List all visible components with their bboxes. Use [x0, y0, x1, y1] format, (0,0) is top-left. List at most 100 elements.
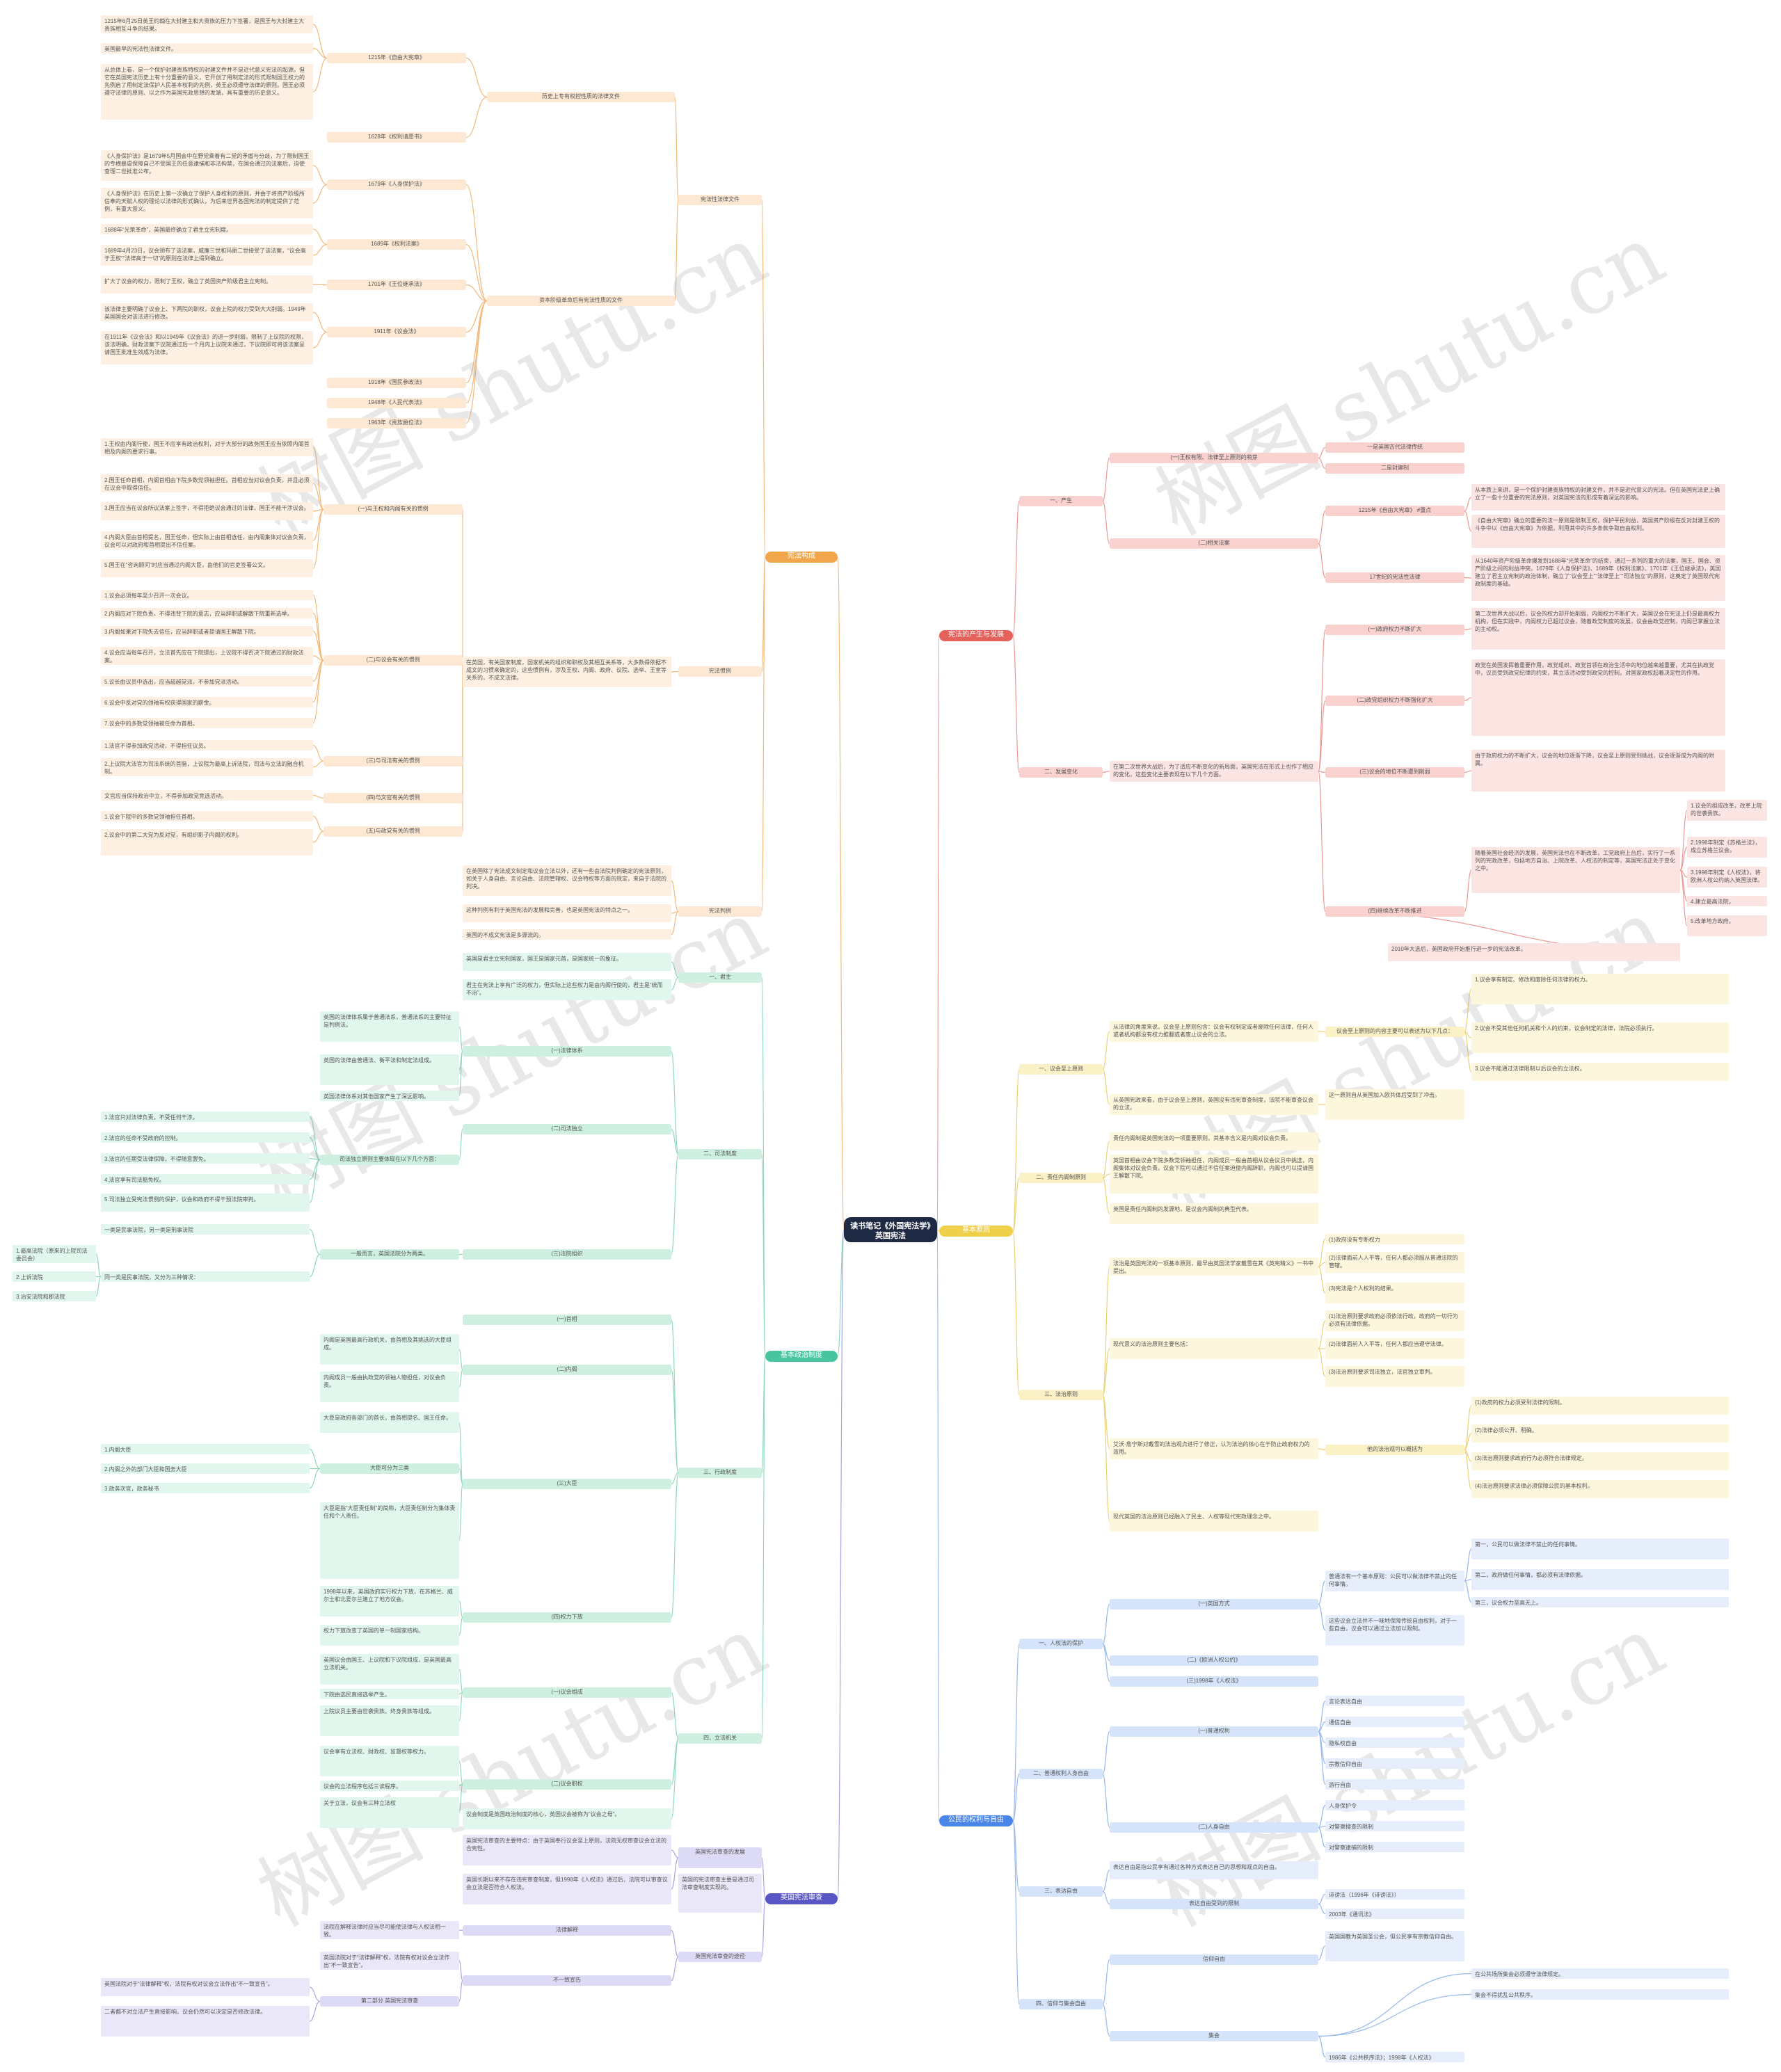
institution-judiciary[interactable]: 二、司法制度	[678, 1149, 762, 1159]
peerage-act-node[interactable]: 1963年《贵族爵位法》	[327, 418, 466, 428]
judiciary-legal-system[interactable]: (一)法律体系	[463, 1046, 671, 1057]
convention-item: 3.内阁如果对下院失去信任，应当辞职或者提请国王解散下院。	[101, 626, 313, 636]
case-law-note: 在英国除了宪法成文制定和议会立法以外，还有一些由法院判例确定的宪法原则，如关于人…	[463, 865, 671, 896]
formation-17th-docs[interactable]: 资本阶级革命后有宪法性质的文件	[487, 296, 675, 306]
executive-minister-types[interactable]: 大臣可分为三类	[320, 1463, 459, 1474]
executive-note: 1998年以来，英国政府实行权力下放，在苏格兰、威尔士和北爱尔兰建立了地方议会。	[320, 1586, 459, 1616]
legislature-composition[interactable]: (一)议会组成	[463, 1687, 671, 1698]
origin-reform[interactable]: (四)继续改革不断推进	[1325, 906, 1464, 917]
origin-ancient-tradition[interactable]: 一是英国古代法律传统	[1325, 442, 1464, 453]
connector-line	[312, 243, 328, 256]
principle-jennings-view[interactable]: 他的法治观可以概括为	[1325, 1445, 1464, 1455]
habeas-corpus-node[interactable]: 1679年《人身保护法》	[327, 179, 466, 190]
origin-parliament-weakened[interactable]: (三)议会的地位不断遭到削弱	[1325, 767, 1464, 778]
branch-rights[interactable]: 公民的权利与自由	[939, 1815, 1013, 1826]
convention-parliament[interactable]: (二)与议会有关的惯例	[324, 655, 463, 666]
rights-belief-assembly[interactable]: 四、信仰与集会自由	[1019, 1999, 1103, 2009]
formation-early-docs[interactable]: 历史上专有权控性质的法律文件	[487, 92, 675, 102]
branch-formation[interactable]: 宪法构成	[765, 552, 838, 563]
review-part-two[interactable]: 第二部分 英国宪法审查	[320, 1996, 459, 2007]
origin-gov-power[interactable]: (一)政府权力不断扩大	[1325, 625, 1464, 635]
principle-rule-of-law[interactable]: 三、法治原则	[1019, 1390, 1103, 1400]
convention-civil-service[interactable]: (四)与文官有关的惯例	[324, 793, 463, 803]
act-of-settlement-node[interactable]: 1701年《王位继承法》	[327, 280, 466, 290]
formation-case-law[interactable]: 宪法判例	[678, 906, 762, 917]
branch-review[interactable]: 英国宪法审查	[765, 1893, 838, 1904]
convention-item: 3.国王应当在议会所议法案上签字，不得拒绝议会通过的法律，国王不能干涉议会。	[101, 502, 313, 520]
rights-british-approach[interactable]: (一)英国方式	[1110, 1599, 1318, 1609]
petition-1628-node[interactable]: 1628年《权利请愿书》	[327, 132, 466, 143]
origin-seed-principle[interactable]: (一)王权有限、法律至上原则的萌芽	[1110, 453, 1318, 463]
origin-reform-item: 5.改革地方政府。	[1687, 915, 1767, 936]
connector-line	[1318, 1348, 1326, 1377]
judiciary-item: 1.法官只对法律负责，不受任何干涉。	[101, 1111, 310, 1122]
principle-sovereignty-points[interactable]: 议会至上原则的内容主要可以表述为以下几点：	[1325, 1027, 1464, 1037]
origin-party-power[interactable]: (二)政党组织权力不断强化扩大	[1325, 696, 1464, 706]
convention-crown-cabinet[interactable]: (一)与王权和内阁有关的惯例	[324, 504, 463, 515]
connector-line	[1012, 1643, 1020, 1822]
connector-line	[465, 300, 488, 384]
convention-judiciary[interactable]: (三)与司法有关的惯例	[324, 756, 463, 766]
legislature-powers[interactable]: (二)议会职权	[463, 1779, 671, 1790]
rights-personal-liberty[interactable]: (二)人身自由	[1110, 1822, 1318, 1833]
origin-feudalism[interactable]: 二是封建制	[1325, 463, 1464, 474]
origin-17th-acts[interactable]: 17世纪的宪法性法律	[1325, 572, 1464, 583]
origin-related-acts[interactable]: (二)相关法案	[1110, 538, 1318, 549]
convention-item: 1.议会必须每年至少召开一次会议。	[101, 590, 313, 600]
review-development[interactable]: 英国宪法审查的发展	[678, 1847, 762, 1868]
root-topic[interactable]: 读书笔记《外国宪法学》英国宪法	[844, 1217, 937, 1242]
parliament-act-node[interactable]: 1911年《议会法》	[327, 327, 466, 337]
convention-parties[interactable]: (五)与政党有关的惯例	[324, 826, 463, 837]
connector-line	[1102, 1031, 1110, 1070]
institution-executive[interactable]: 三、行政制度	[678, 1468, 762, 1478]
rights-assembly[interactable]: 集会	[1110, 2031, 1318, 2041]
people-act-node[interactable]: 1948年《人民代表法》	[327, 398, 466, 408]
review-routes[interactable]: 英国宪法审查的途径	[678, 1952, 762, 1962]
rights-hra-1998[interactable]: (三)1998年《人权法》	[1110, 1676, 1318, 1687]
rights-expression[interactable]: 三、表达自由	[1019, 1886, 1103, 1897]
rights-belief[interactable]: 信仰自由	[1110, 1954, 1318, 1965]
branch-origin[interactable]: 宪法的产生与发展	[939, 630, 1013, 641]
executive-cabinet[interactable]: (二)内阁	[463, 1365, 671, 1375]
principle-note: 从法律的角度来说，议会至上原则包含：议会有权制定或者废除任何法律，任何人或者机构…	[1110, 1021, 1318, 1042]
judiciary-independence-label[interactable]: 司法独立原则主要体现在以下几个方面：	[320, 1155, 459, 1165]
rights-echr[interactable]: (二)《欧洲人权公约》	[1110, 1655, 1318, 1666]
rights-expression-limits[interactable]: 表达自由受到的限制	[1110, 1899, 1318, 1909]
review-declaration-incompatibility[interactable]: 不一致宣告	[463, 1975, 671, 1986]
principle-item: (4)法治原则要求法律必须保障公民的基本权利。	[1471, 1480, 1729, 1498]
review-interpretation[interactable]: 法律解释	[463, 1925, 671, 1936]
judiciary-court-types[interactable]: 一般而言，英国法院分为两类。	[320, 1249, 459, 1260]
origin-development[interactable]: 二、发展变化	[1019, 767, 1103, 778]
executive-prime-minister[interactable]: (一)首相	[463, 1315, 671, 1325]
judiciary-independence[interactable]: (二)司法独立	[463, 1124, 671, 1134]
rights-note: 英国国教为英国圣公会，但公民享有宗教信仰自由。	[1325, 1931, 1464, 1961]
rights-general[interactable]: (一)普通权利	[1110, 1726, 1318, 1737]
rights-general-liberty[interactable]: 二、普通权利人身自由	[1019, 1769, 1103, 1779]
judiciary-court-organization[interactable]: (三)法院组织	[463, 1249, 671, 1260]
formation-conventions[interactable]: 宪法惯例	[678, 666, 762, 677]
branch-institutions[interactable]: 基本政治制度	[765, 1351, 838, 1362]
convention-item: 4.议会应当每年召开，立法首先应在下院提出，上议院不得否决下院通过的财政法案。	[101, 647, 313, 665]
connector-line	[458, 1929, 463, 1932]
institution-legislature[interactable]: 四、立法机关	[678, 1733, 762, 1744]
origin-birth[interactable]: 一、产生	[1019, 496, 1103, 506]
connector-line	[465, 284, 488, 302]
branch-principles[interactable]: 基本原则	[939, 1226, 1013, 1237]
principle-responsible-cabinet[interactable]: 二、责任内阁制原则	[1019, 1173, 1103, 1183]
connector-line	[458, 1026, 463, 1052]
institution-monarch[interactable]: 一、君主	[678, 972, 762, 983]
principle-parliamentary-sovereignty[interactable]: 一、议会至上原则	[1019, 1064, 1103, 1075]
executive-devolution[interactable]: (四)权力下放	[463, 1612, 671, 1623]
connector-line	[312, 284, 328, 286]
connector-line	[1318, 629, 1326, 772]
bill-of-rights-node[interactable]: 1689年《权利法案》	[327, 239, 466, 250]
suffrage-act-node[interactable]: 1918年《国民参政法》	[327, 378, 466, 388]
bill-of-rights-note: 1689年4月23日，议会颁布了该法案，威廉三世和玛丽二世接受了该法案，“议会高…	[101, 245, 313, 266]
formation-statute-law[interactable]: 宪法性法律文件	[678, 195, 762, 205]
origin-magna-carta[interactable]: 1215年《自由大宪章》 #重点	[1325, 506, 1464, 516]
magna-carta-node[interactable]: 1215年《自由大宪章》	[327, 53, 466, 63]
executive-note: 内阁是英国最高行政机关，由首相及其挑选的大臣组成。	[320, 1334, 459, 1365]
executive-ministers[interactable]: (三)大臣	[463, 1479, 671, 1489]
connector-line	[1464, 697, 1472, 702]
rights-human-rights-protection[interactable]: 一、人权法的保护	[1019, 1639, 1103, 1649]
